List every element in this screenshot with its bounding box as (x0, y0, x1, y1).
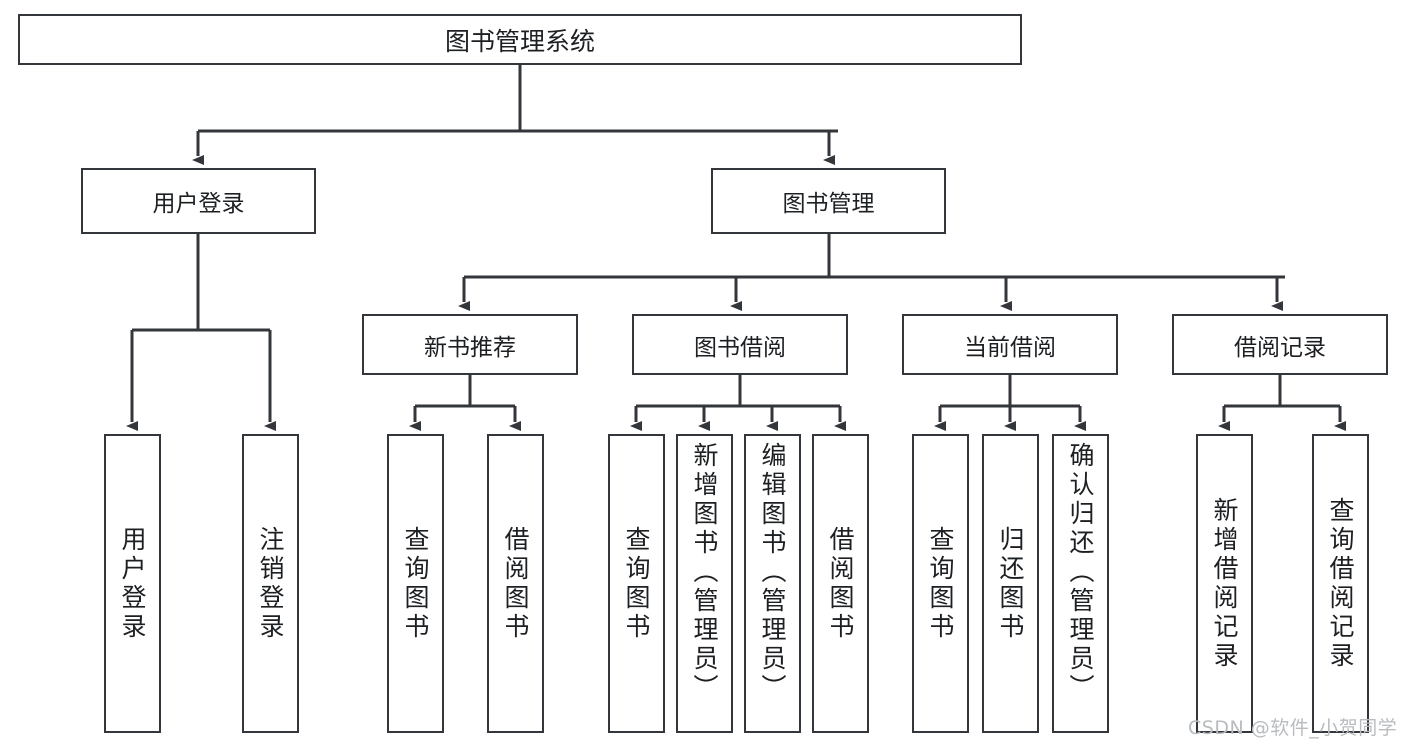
node-leaf-borrow-book-2[interactable]: 借阅图书 (812, 434, 869, 733)
node-root-label: 图书管理系统 (444, 26, 595, 56)
node-leaf-query-book-1-label: 查询图书 (401, 525, 430, 642)
node-leaf-query-book-3-label: 查询图书 (926, 525, 955, 642)
node-leaf-query-book-2-label: 查询图书 (622, 525, 651, 642)
node-leaf-borrow-book-2-label: 借阅图书 (826, 525, 855, 642)
node-leaf-query-record[interactable]: 查询借阅记录 (1312, 434, 1369, 733)
node-leaf-return-book[interactable]: 归还图书 (982, 434, 1039, 733)
node-new-book-recommend-label: 新书推荐 (424, 334, 516, 361)
node-leaf-user-login[interactable]: 用户登录 (104, 434, 161, 733)
node-leaf-add-book[interactable]: 新增图书（管理员） (676, 434, 733, 733)
node-current-borrow-label: 当前借阅 (964, 334, 1056, 361)
node-book-borrow[interactable]: 图书借阅 (632, 314, 848, 375)
node-book-manage[interactable]: 图书管理 (711, 168, 946, 234)
node-leaf-query-book-2[interactable]: 查询图书 (608, 434, 665, 733)
node-leaf-query-book-3[interactable]: 查询图书 (912, 434, 969, 733)
node-new-book-recommend[interactable]: 新书推荐 (362, 314, 578, 375)
node-borrow-record-label: 借阅记录 (1234, 334, 1326, 361)
node-leaf-edit-book[interactable]: 编辑图书（管理员） (744, 434, 801, 733)
node-leaf-logout[interactable]: 注销登录 (242, 434, 299, 733)
node-leaf-return-book-label: 归还图书 (996, 525, 1025, 642)
node-borrow-record[interactable]: 借阅记录 (1172, 314, 1388, 375)
node-leaf-borrow-book-1[interactable]: 借阅图书 (487, 434, 544, 733)
node-leaf-add-record[interactable]: 新增借阅记录 (1196, 434, 1253, 733)
node-book-manage-label: 图书管理 (782, 191, 875, 217)
node-leaf-query-record-label: 查询借阅记录 (1326, 496, 1355, 671)
node-leaf-edit-book-label: 编辑图书（管理员） (758, 442, 787, 703)
node-leaf-borrow-book-1-label: 借阅图书 (501, 525, 530, 642)
node-user-login-label: 用户登录 (152, 191, 245, 217)
node-leaf-add-book-label: 新增图书（管理员） (690, 442, 719, 703)
node-leaf-confirm-return[interactable]: 确认归还（管理员） (1052, 434, 1109, 733)
watermark: CSDN @软件_小贺同学 (1188, 717, 1398, 739)
node-leaf-logout-label: 注销登录 (256, 525, 285, 642)
node-leaf-user-login-label: 用户登录 (118, 525, 147, 642)
node-current-borrow[interactable]: 当前借阅 (902, 314, 1118, 375)
node-leaf-confirm-return-label: 确认归还（管理员） (1066, 442, 1095, 703)
node-user-login[interactable]: 用户登录 (81, 168, 316, 234)
node-leaf-query-book-1[interactable]: 查询图书 (387, 434, 444, 733)
node-root[interactable]: 图书管理系统 (18, 14, 1022, 65)
node-book-borrow-label: 图书借阅 (694, 334, 786, 361)
node-leaf-add-record-label: 新增借阅记录 (1210, 496, 1239, 671)
